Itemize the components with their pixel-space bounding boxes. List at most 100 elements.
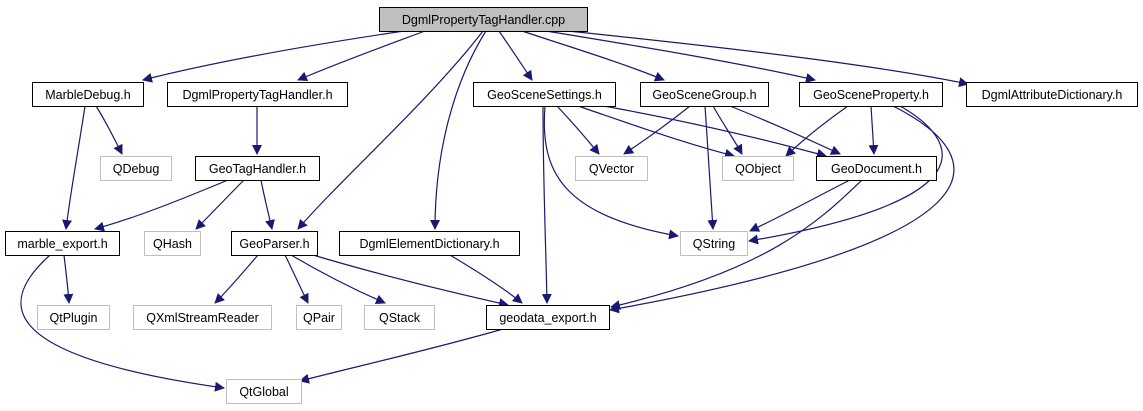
- node-dgmleldict[interactable]: DgmlElementDictionary.h: [339, 231, 520, 256]
- node-box: [5, 231, 120, 256]
- node-label: DgmlAttributeDictionary.h: [982, 88, 1123, 102]
- edge-root-to-geoscenesettings: [498, 30, 533, 81]
- node-geoscenesettings[interactable]: GeoSceneSettings.h: [473, 82, 616, 107]
- node-label: QtPlugin: [50, 311, 98, 325]
- edge-marbleexport-to-qtplugin: [63, 254, 74, 304]
- edge-geotaghandler-to-qhash: [195, 179, 245, 230]
- node-box: [486, 305, 610, 330]
- node-label: DgmlElementDictionary.h: [359, 237, 499, 251]
- edge-geodataexport-to-qtglobal: [299, 328, 504, 384]
- node-geodocument[interactable]: GeoDocument.h: [816, 156, 937, 181]
- node-label: GeoTagHandler.h: [209, 162, 306, 176]
- edge-geosceneproperty-to-geodocument: [868, 105, 879, 155]
- edge-geoscenesettings-to-qobject: [577, 105, 735, 159]
- edge-geosceneproperty-to-qstring: [748, 105, 943, 245]
- node-box: [100, 156, 172, 181]
- node-dgmlpth[interactable]: DgmlPropertyTagHandler.h: [167, 82, 348, 107]
- edge-geotaghandler-to-geoparser: [260, 179, 275, 230]
- edge-root-to-geoscenegroup: [521, 30, 665, 82]
- edge-geoparser-to-qstack: [290, 254, 386, 305]
- node-box: [799, 82, 943, 107]
- node-label: QString: [693, 237, 735, 251]
- node-label: GeoSceneGroup.h: [652, 88, 756, 102]
- node-box: [133, 305, 272, 330]
- edge-geoscenesettings-to-qstring: [543, 105, 679, 240]
- edge-geoscenesettings-to-geodataexport: [541, 105, 552, 304]
- edge-geoparser-to-qxmlstreamreader: [214, 254, 259, 304]
- node-box: [339, 231, 520, 256]
- node-label: QObject: [735, 162, 781, 176]
- node-box: [364, 305, 435, 330]
- edge-geoscenesettings-to-qvector: [556, 105, 600, 155]
- node-label: GeoSceneSettings.h: [487, 88, 602, 102]
- node-box: [167, 82, 348, 107]
- node-box: [32, 82, 144, 107]
- node-label: QVector: [589, 162, 634, 176]
- node-box: [144, 231, 201, 256]
- node-qpair: QPair: [296, 305, 342, 330]
- edge-dgmleldict-to-geodataexport: [449, 254, 523, 304]
- node-box: [226, 379, 302, 404]
- edge-geosceneproperty-to-qobject: [785, 105, 849, 157]
- node-label: GeoSceneProperty.h: [813, 88, 929, 102]
- node-marbleexport[interactable]: marble_export.h: [5, 231, 120, 256]
- node-label: GeoDocument.h: [831, 162, 922, 176]
- node-box: [575, 156, 648, 181]
- node-label: QtGlobal: [239, 385, 288, 399]
- edge-geoscenegroup-to-qstring: [704, 105, 718, 230]
- node-qobject: QObject: [722, 156, 794, 181]
- node-box: [640, 82, 769, 107]
- node-label: geodata_export.h: [499, 311, 596, 325]
- node-label: marble_export.h: [17, 237, 107, 251]
- edge-geodocument-to-qstring: [749, 179, 851, 232]
- node-label: QHash: [153, 237, 192, 251]
- edge-geosceneproperty-to-geodataexport: [609, 105, 955, 314]
- node-box: [966, 82, 1138, 107]
- node-box: [296, 305, 342, 330]
- node-geoscenegroup[interactable]: GeoSceneGroup.h: [640, 82, 769, 107]
- node-root[interactable]: DgmlPropertyTagHandler.cpp: [379, 7, 588, 32]
- node-qhash: QHash: [144, 231, 201, 256]
- node-qvector: QVector: [575, 156, 648, 181]
- edge-marbleexport-to-qtglobal: [20, 254, 225, 392]
- node-qstack: QStack: [364, 305, 435, 330]
- node-label: QStack: [379, 311, 421, 325]
- node-box: [473, 82, 616, 107]
- edge-geoscenegroup-to-geodocument: [729, 105, 841, 155]
- node-geoparser[interactable]: GeoParser.h: [231, 231, 318, 256]
- node-geodataexport[interactable]: geodata_export.h: [486, 305, 610, 330]
- node-qtglobal: QtGlobal: [226, 379, 302, 404]
- node-geosceneproperty[interactable]: GeoSceneProperty.h: [799, 82, 943, 107]
- node-label: GeoParser.h: [239, 237, 309, 251]
- edge-marbledebug-to-marbleexport: [62, 105, 86, 230]
- node-marbledebug[interactable]: MarbleDebug.h: [32, 82, 144, 107]
- edge-geoscenegroup-to-qobject: [712, 105, 743, 155]
- node-box: [195, 156, 320, 181]
- edge-root-to-geosceneproperty: [545, 30, 816, 83]
- edges-layer: [20, 30, 969, 392]
- edge-root-to-dgmlattrdict: [567, 30, 969, 88]
- edge-geoscenegroup-to-qvector: [623, 105, 691, 155]
- node-label: MarbleDebug.h: [45, 88, 131, 102]
- edge-root-to-marbledebug: [142, 30, 405, 83]
- edge-marbledebug-to-qdebug: [95, 105, 123, 155]
- node-label: DgmlPropertyTagHandler.cpp: [402, 13, 565, 27]
- edge-geoparser-to-geodataexport: [312, 254, 509, 308]
- node-label: DgmlPropertyTagHandler.h: [182, 88, 332, 102]
- edge-root-to-dgmleldict: [430, 30, 487, 230]
- node-box: [37, 305, 110, 330]
- edge-geodocument-to-geodataexport: [610, 179, 863, 310]
- node-box: [379, 7, 588, 32]
- node-label: QDebug: [113, 162, 160, 176]
- node-box: [680, 231, 748, 256]
- node-qstring: QString: [680, 231, 748, 256]
- node-geotaghandler[interactable]: GeoTagHandler.h: [195, 156, 320, 181]
- node-box: [231, 231, 318, 256]
- node-dgmlattrdict[interactable]: DgmlAttributeDictionary.h: [966, 82, 1138, 107]
- node-box: [722, 156, 794, 181]
- edge-root-to-dgmlpth: [297, 30, 426, 82]
- node-box: [816, 156, 937, 181]
- node-label: QXmlStreamReader: [146, 311, 259, 325]
